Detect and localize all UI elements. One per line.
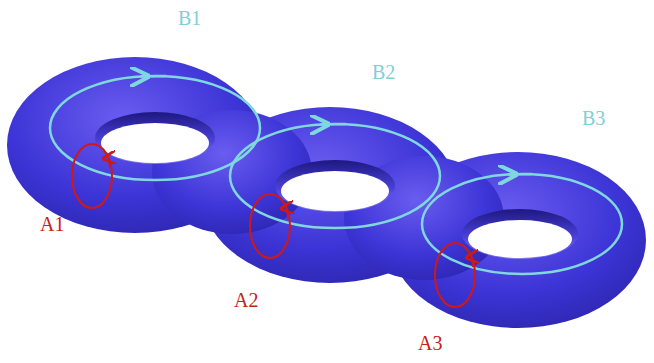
loop-label: A1	[40, 214, 64, 234]
loop-label: A2	[234, 290, 258, 310]
loop-label: A3	[418, 333, 442, 353]
loop-label: B3	[582, 108, 605, 128]
loop-label: B2	[372, 62, 395, 82]
loop-label: B1	[178, 8, 201, 28]
